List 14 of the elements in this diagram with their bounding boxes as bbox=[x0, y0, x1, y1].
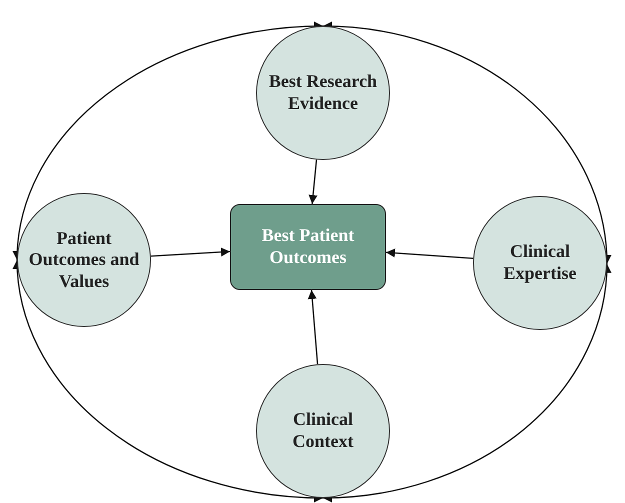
node-label: Clinical Expertise bbox=[502, 241, 578, 285]
curved-arrow bbox=[322, 264, 611, 502]
node-label: Patient Outcomes and Values bbox=[28, 228, 140, 292]
arrow bbox=[308, 290, 318, 364]
curved-arrow bbox=[13, 260, 324, 502]
node-label: Clinical Context bbox=[292, 409, 354, 453]
rounded-rectangle-node bbox=[230, 204, 386, 290]
arrow bbox=[308, 160, 318, 204]
arrow bbox=[386, 248, 474, 260]
node-label: Best Research Evidence bbox=[268, 71, 378, 115]
curved-arrow bbox=[322, 22, 611, 264]
node-label: Best Patient Outcomes bbox=[260, 225, 356, 269]
curved-arrow bbox=[13, 22, 324, 260]
arrow bbox=[150, 248, 230, 257]
